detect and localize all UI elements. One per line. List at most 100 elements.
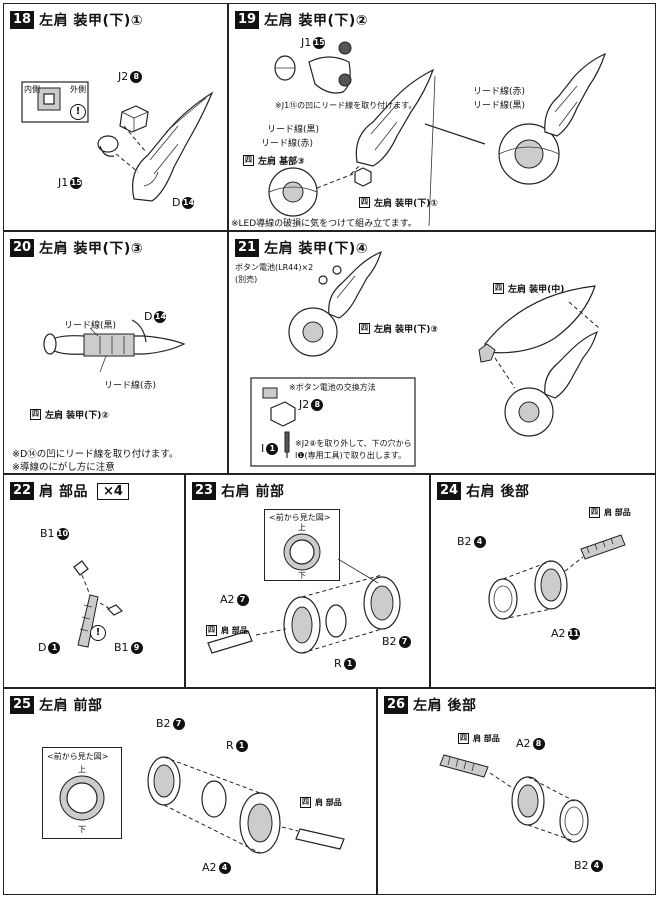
shoulder-part-label: 四肩 部品 [300,797,342,808]
down-label: 下 [298,571,306,580]
step-number: 20 [10,239,35,257]
right-lead-red-label: リード線(赤) [473,87,526,97]
step-title: 左肩 装甲(下)① [39,13,144,29]
section-tag: 四 [206,625,217,636]
step-number: 23 [192,482,217,500]
step-20-header: 20 左肩 装甲(下)③ [10,238,143,258]
part-code: D [172,196,181,209]
step-title: 左肩 後部 [413,698,477,714]
step-19-illustration [268,41,606,227]
base-label: 四左肩 基部③ [243,154,305,167]
part-code: I [261,442,265,455]
step-number: 26 [384,696,409,714]
part-code: A2 [220,593,235,606]
part-code: D [144,310,153,323]
part-number-badge: 8 [130,70,143,83]
part-code: B1 [40,527,55,540]
part-number-badge: 4 [590,859,603,872]
part-number-badge: 14 [154,310,167,323]
front-view-inset: <前から見た図> 上 下 [42,747,122,839]
step-title: 左肩 装甲(下)③ [39,241,144,257]
shoulder-part-text: 肩 部品 [473,734,500,743]
part-code: J1 [58,176,69,189]
step-18-header: 18 左肩 装甲(下)① [10,10,143,30]
part-code: B2 [156,717,171,730]
part-number-badge: 1 [48,641,61,654]
part-number-badge: 10 [56,527,69,540]
part-code: R [226,739,234,752]
step-25-illustration [147,756,345,854]
section-label: 四左肩 装甲(下)② [30,408,109,421]
inner-label: 内側 [24,85,40,94]
shoulder-part-text: 肩 部品 [221,626,248,635]
part-code: A2 [516,737,531,750]
battery-swap-title: ※ボタン電池の交換方法 [289,383,376,392]
part-number-badge: 11 [567,627,580,640]
shoulder-part-text: 肩 部品 [604,508,631,517]
step-23-header: 23 右肩 前部 [192,481,284,501]
section-tag: 四 [300,797,311,808]
step-title: 右肩 後部 [466,484,530,500]
step-number: 19 [235,11,260,29]
step-number: 24 [437,482,462,500]
part-code: B2 [382,635,397,648]
part-number-badge: 8 [532,737,545,750]
part-code: J2 [299,398,310,411]
step-title: 左肩 装甲(下)④ [264,241,369,257]
step-21-panel: 21 左肩 装甲(下)④ ボタン電池(LR44)×2 (別売) 四左肩 装甲(下… [228,231,656,474]
lead-note-2: ※導線のにがし方に注意 [12,462,115,473]
section-tag: 四 [243,155,254,166]
step-number: 21 [235,239,260,257]
step-21-header: 21 左肩 装甲(下)④ [235,238,368,258]
part-number-badge: 4 [473,535,486,548]
part-number-badge: 4 [218,861,231,874]
armor-label-text: 左肩 装甲(下)③ [374,325,438,335]
part-number-badge: 7 [398,635,411,648]
led-caution-note: ※LED導線の破損に気をつけて組み立てます。 [231,219,417,229]
step-number: 22 [10,482,35,500]
step-24-illustration [488,534,626,620]
armor-label-text: 左肩 装甲(下)① [374,199,438,209]
j1-lead-note: ※J1⑮の凹にリード線を取り付けます。 [275,101,417,110]
step-21-illustration [250,250,600,467]
part-number-badge: 1 [235,739,248,752]
battery-sub-label: (別売) [235,275,258,284]
part-number-badge: 15 [313,36,326,49]
part-number-badge: 14 [182,196,195,209]
mid-armor-label: 四左肩 装甲(中) [493,282,564,295]
part-code: B2 [457,535,472,548]
shoulder-part-label: 四肩 部品 [589,507,631,518]
step-title: 左肩 前部 [39,698,103,714]
front-view-ring [283,533,321,571]
step-18-illustration [21,81,214,202]
part-number-badge: 7 [172,717,185,730]
battery-label: ボタン電池(LR44)×2 [235,263,314,272]
lead-black-label: リード線(黒) [267,125,320,135]
part-number-badge: 8 [311,398,324,411]
front-view-title: <前から見た図> [47,752,109,761]
step-number: 25 [10,696,35,714]
